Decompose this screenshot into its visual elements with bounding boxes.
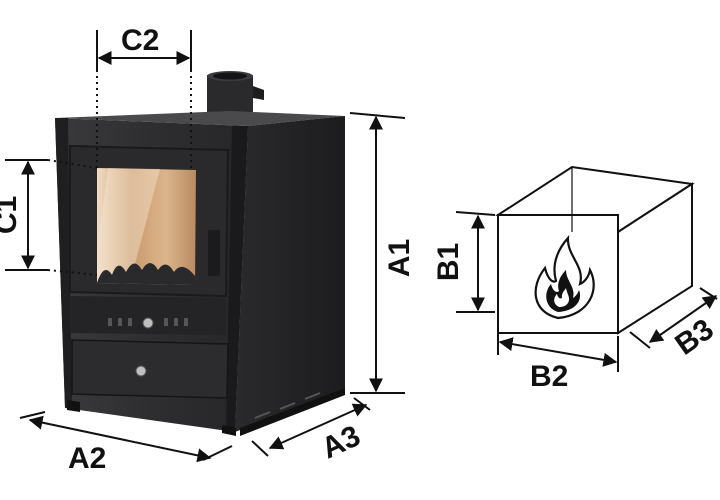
- dim-label-a1: A1: [383, 239, 416, 277]
- dim-label-a2: A2: [68, 442, 106, 475]
- stove-dimensions: [5, 30, 406, 463]
- dim-label-c1: C1: [0, 196, 23, 234]
- dim-label-c2: C2: [121, 24, 159, 57]
- dim-label-a3: A3: [317, 419, 366, 465]
- stove-top: [55, 111, 345, 126]
- air-vent-slots: [108, 318, 188, 326]
- flame-icon: [534, 234, 595, 320]
- ash-drawer: [71, 339, 229, 399]
- stove-side-panel: [235, 116, 345, 432]
- chamber-dimensions: [455, 211, 718, 372]
- dim-label-b3: B3: [669, 313, 719, 362]
- dim-label-b2: B2: [530, 360, 568, 393]
- flue-pipe: [207, 71, 264, 115]
- dim-label-b1: B1: [432, 243, 465, 281]
- ash-drawer-knob: [135, 365, 147, 377]
- stove: [55, 71, 345, 436]
- fire-window: [97, 168, 196, 285]
- air-regulator-knob: [142, 317, 154, 329]
- combustion-chamber-box: [495, 165, 695, 335]
